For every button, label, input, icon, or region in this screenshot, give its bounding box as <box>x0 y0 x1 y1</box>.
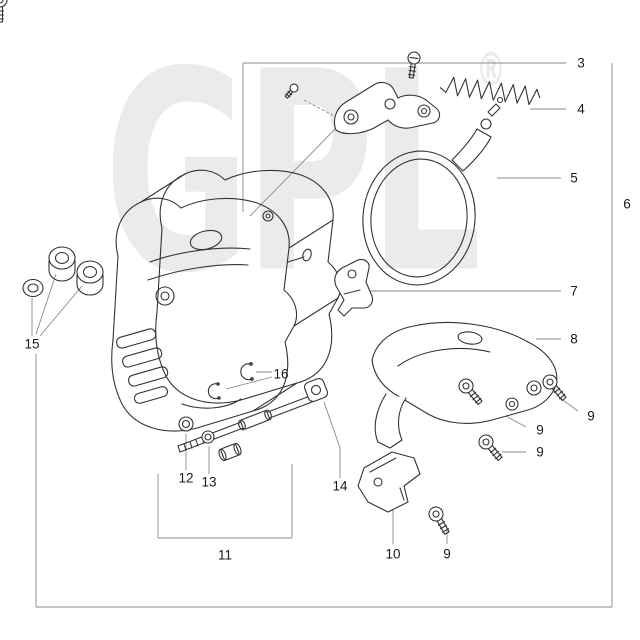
tensioner-assembly-part-11 <box>177 377 329 462</box>
part-callout-7: 7 <box>570 283 578 299</box>
part-callout-14: 14 <box>332 478 348 494</box>
part-callout-8: 8 <box>570 331 578 347</box>
part-callout-11: 11 <box>217 547 233 563</box>
part-callout-12: 12 <box>178 470 194 486</box>
chain-catcher-part-10 <box>357 451 421 513</box>
spacer-cylinder-part <box>218 442 242 462</box>
screw-part-3 <box>407 51 421 79</box>
part-callout-6: 6 <box>623 196 631 212</box>
brake-lever-part <box>333 81 441 135</box>
part-callout-5: 5 <box>570 170 578 186</box>
part-callout-9-right: 9 <box>587 408 595 424</box>
chain-brake-band-part <box>362 96 504 286</box>
part-callout-3: 3 <box>577 55 585 71</box>
part-callout-9-lower: 9 <box>536 444 544 460</box>
clutch-cover-part <box>111 169 342 432</box>
circlips-part-16 <box>207 362 254 400</box>
part-callout-10: 10 <box>385 546 401 562</box>
part-callout-9-bottom: 9 <box>443 546 451 562</box>
tensioner-knob-part-14 <box>303 377 329 403</box>
part-callout-4: 4 <box>577 101 585 117</box>
part-callout-16: 16 <box>273 366 289 382</box>
small-screw-part <box>284 83 299 99</box>
leader-lines <box>31 62 613 608</box>
part-callout-13: 13 <box>201 474 217 490</box>
part-callout-9-mid: 9 <box>536 422 544 438</box>
brake-spring-part <box>439 76 541 106</box>
handle-guard-part-8 <box>371 321 558 449</box>
part-callout-15: 15 <box>24 336 40 352</box>
washer-part-12 <box>178 416 194 432</box>
trigger-pawl-part-7 <box>334 258 374 317</box>
washer-part-13 <box>201 430 215 444</box>
screws-part-9 <box>0 0 571 538</box>
bar-nuts-part <box>22 246 104 298</box>
